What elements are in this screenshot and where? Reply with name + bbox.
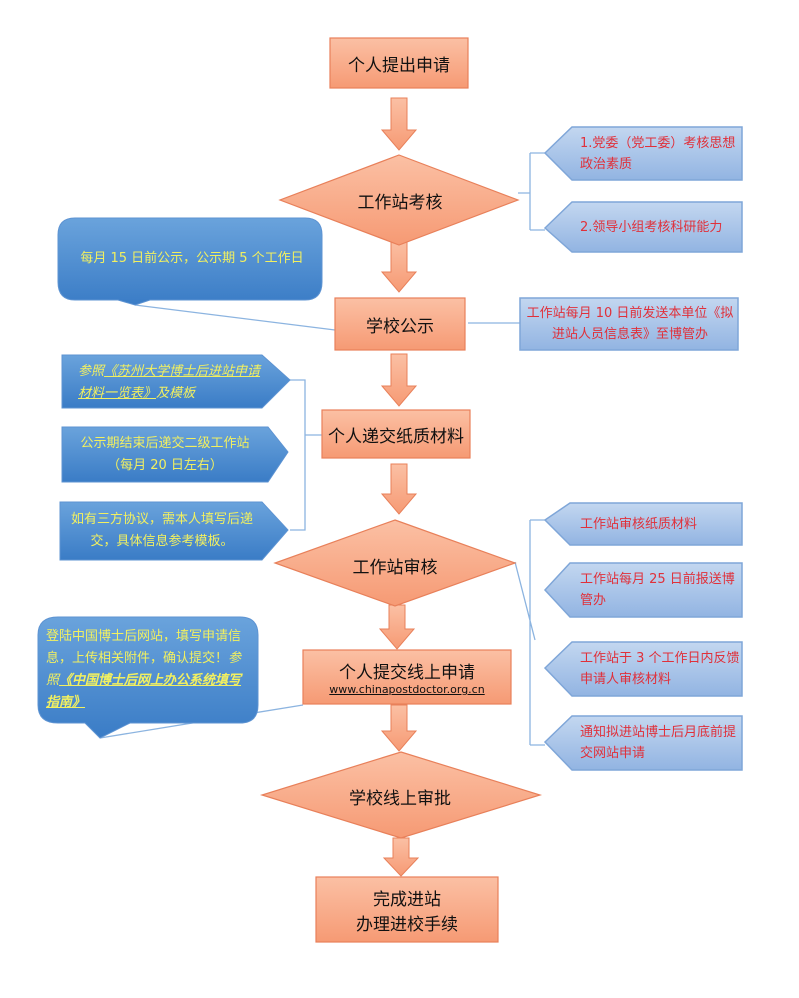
bubble-publicity-period: 每月 15 日前公示，公示期 5 个工作日 bbox=[66, 222, 318, 296]
final-line-1: 完成进站 bbox=[373, 889, 441, 910]
note-submit-station: 公示期结束后递交二级工作站 （每月 20 日左右） bbox=[62, 427, 268, 482]
decision-station-audit: 工作站审核 bbox=[295, 545, 495, 585]
note-text: 如有三方协议，需本人填写后递交，具体信息参考模板。 bbox=[70, 512, 253, 549]
note-text: （每月 20 日左右） bbox=[107, 457, 223, 473]
material-list-link[interactable]: 《苏州大学博士后进站申请材料一览表》 bbox=[78, 364, 261, 401]
note-material-list: 参照《苏州大学博士后进站申请材料一览表》及模板 bbox=[66, 355, 262, 408]
note-text: 通知拟进站博士后月底前提交网站申请 bbox=[580, 725, 737, 761]
note-text: 2.领导小组考核科研能力 bbox=[580, 219, 723, 235]
process-boxes bbox=[259, 37, 543, 943]
step-school-publicity: 学校公示 bbox=[335, 298, 465, 350]
decision-label: 工作站考核 bbox=[357, 192, 443, 213]
step-label: 学校公示 bbox=[366, 316, 434, 337]
note-text: 公示期结束后递交二级工作站 bbox=[80, 435, 250, 451]
note-audit-feedback: 工作站于 3 个工作日内反馈申请人审核材料 bbox=[572, 642, 740, 696]
bubble-text: 登陆中国博士后网站，填写申请信息，上传相关附件，确认提交！ bbox=[46, 629, 242, 666]
step-personal-application: 个人提出申请 bbox=[330, 38, 468, 88]
note-suffix: 及模板 bbox=[156, 386, 196, 401]
bubble-online-submission: 登陆中国博士后网站，填写申请信息，上传相关附件，确认提交！参照《中国博士后网上办… bbox=[46, 622, 252, 720]
final-line-2: 办理进校手续 bbox=[356, 914, 458, 935]
left-callouts bbox=[37, 217, 323, 739]
step-online-application: 个人提交线上申请 www.chinapostdoctor.org.cn bbox=[303, 650, 511, 704]
flow-arrows bbox=[378, 97, 420, 877]
note-research-review: 2.领导小组考核科研能力 bbox=[572, 202, 740, 252]
note-text: 1.党委（党工委）考核思想政治素质 bbox=[580, 135, 736, 172]
note-text: 工作站于 3 个工作日内反馈申请人审核材料 bbox=[580, 651, 740, 687]
note-party-review: 1.党委（党工委）考核思想政治素质 bbox=[572, 127, 740, 180]
note-audit-notify: 通知拟进站博士后月底前提交网站申请 bbox=[572, 716, 740, 770]
decision-label: 学校线上审批 bbox=[349, 788, 451, 809]
step-label: 个人递交纸质材料 bbox=[328, 426, 464, 447]
step-label: 个人提交线上申请 bbox=[339, 663, 475, 683]
note-audit-paper: 工作站审核纸质材料 bbox=[572, 503, 740, 545]
note-text: 工作站每月 10 日前发送本单位《拟进站人员信息表》至博管办 bbox=[526, 306, 734, 342]
bubble-text: 每月 15 日前公示，公示期 5 个工作日 bbox=[80, 251, 304, 266]
step-submit-paper-materials: 个人递交纸质材料 bbox=[322, 410, 470, 458]
note-text: 工作站每月 25 日前报送博管办 bbox=[580, 572, 735, 608]
note-info-form: 工作站每月 10 日前发送本单位《拟进站人员信息表》至博管办 bbox=[524, 298, 736, 350]
decision-station-review: 工作站考核 bbox=[300, 180, 500, 220]
note-prefix: 参照 bbox=[78, 364, 105, 379]
note-text: 工作站审核纸质材料 bbox=[580, 516, 698, 532]
note-audit-report: 工作站每月 25 日前报送博管办 bbox=[572, 563, 740, 617]
website-link[interactable]: www.chinapostdoctor.org.cn bbox=[329, 683, 485, 696]
bubble-prefix: 参照 bbox=[46, 651, 242, 688]
step-complete-entry: 完成进站 办理进校手续 bbox=[316, 877, 498, 942]
right-callouts bbox=[519, 126, 743, 771]
guide-link[interactable]: 《中国博士后网上办公系统填写指南》 bbox=[46, 673, 242, 710]
decision-label: 工作站审核 bbox=[352, 557, 438, 578]
decision-school-online-approval: 学校线上审批 bbox=[300, 776, 500, 816]
step-label: 个人提出申请 bbox=[348, 55, 450, 76]
note-tripartite-agreement: 如有三方协议，需本人填写后递交，具体信息参考模板。 bbox=[66, 502, 258, 560]
